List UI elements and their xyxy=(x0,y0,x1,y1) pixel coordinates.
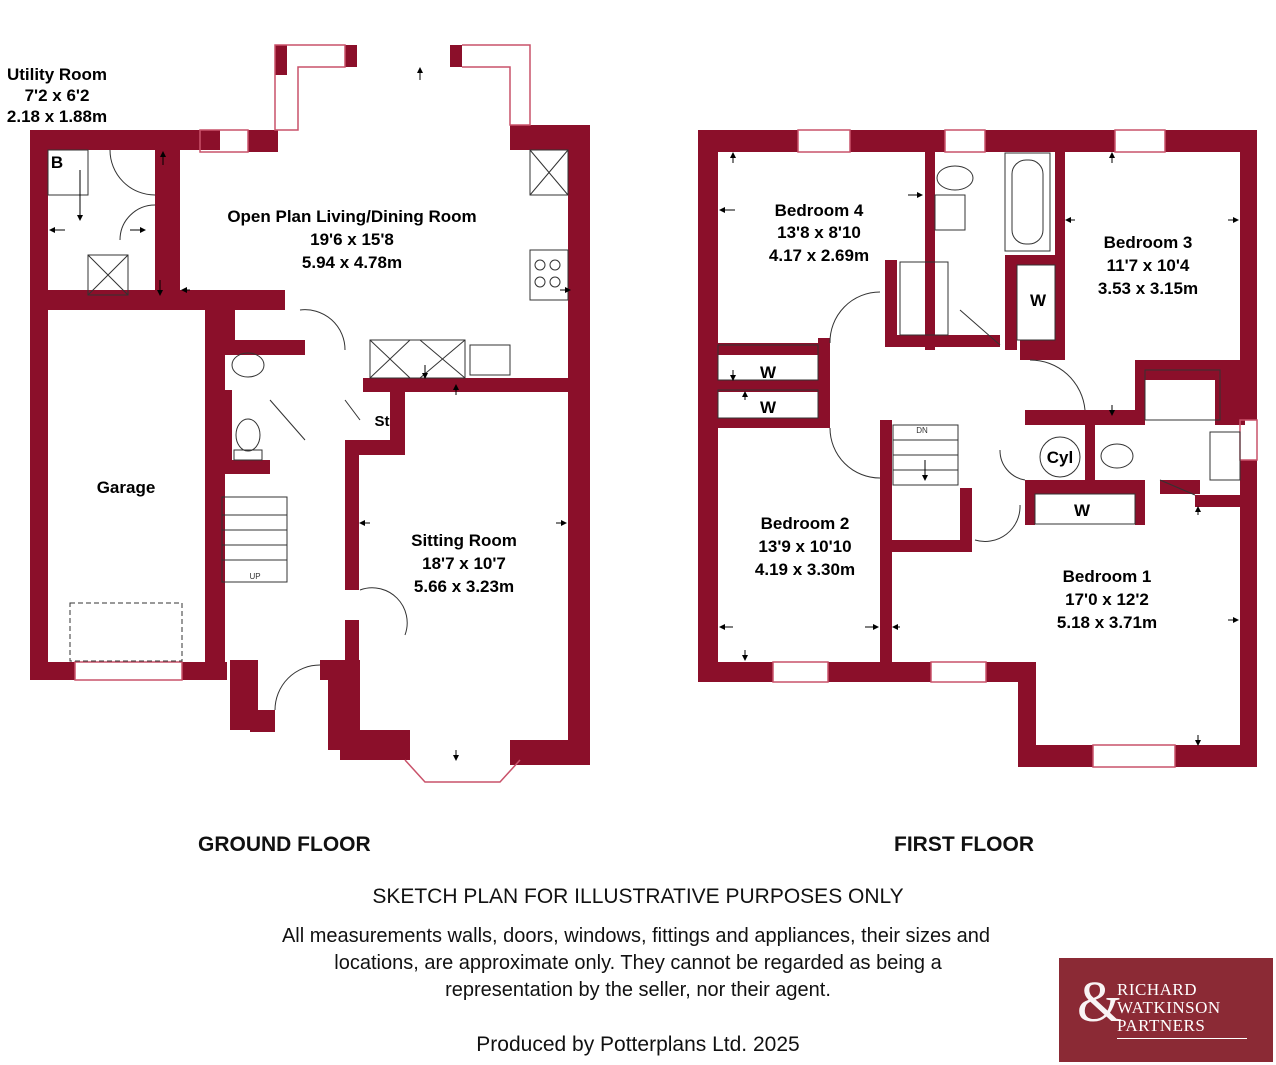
produced-by: Produced by Potterplans Ltd. 2025 xyxy=(476,1033,800,1056)
logo-underline xyxy=(1117,1038,1247,1039)
first-floor-windows xyxy=(772,129,1258,768)
svg-text:Bedroom 4: Bedroom 4 xyxy=(775,201,864,220)
svg-text:13'8 x 8'10: 13'8 x 8'10 xyxy=(777,223,861,242)
bedroom-1-label: Bedroom 1 17'0 x 12'2 5.18 x 3.71m xyxy=(1057,567,1157,632)
svg-text:Utility Room: Utility Room xyxy=(7,65,107,84)
svg-text:4.17 x 2.69m: 4.17 x 2.69m xyxy=(769,246,869,265)
logo-line-3: PARTNERS xyxy=(1117,1016,1206,1035)
wardrobe-label: W xyxy=(760,398,777,417)
first-floor-title: FIRST FLOOR xyxy=(894,833,1034,856)
svg-text:19'6 x 15'8: 19'6 x 15'8 xyxy=(310,230,394,249)
svg-text:13'9 x 10'10: 13'9 x 10'10 xyxy=(758,537,851,556)
boiler-label: B xyxy=(51,153,63,172)
svg-text:17'0 x 12'2: 17'0 x 12'2 xyxy=(1065,590,1149,609)
wardrobe-label: W xyxy=(760,363,777,382)
ground-floor-windows xyxy=(74,44,531,783)
disclaimer-line-1: All measurements walls, doors, windows, … xyxy=(281,925,991,947)
svg-text:Bedroom 1: Bedroom 1 xyxy=(1063,567,1152,586)
svg-text:11'7 x 10'4: 11'7 x 10'4 xyxy=(1107,256,1190,275)
svg-text:2.18 x 1.88m: 2.18 x 1.88m xyxy=(7,107,107,126)
wardrobe-label: W xyxy=(1030,291,1047,310)
svg-text:7'2 x 6'2: 7'2 x 6'2 xyxy=(25,86,90,105)
ground-floor-plan: Utility Room 7'2 x 6'2 2.18 x 1.88m B Op… xyxy=(7,44,590,783)
first-floor-dimension-arrows xyxy=(719,152,1239,746)
ground-floor-dimension-arrows xyxy=(49,67,571,761)
ground-floor-walls xyxy=(30,45,590,765)
svg-text:5.18 x 3.71m: 5.18 x 3.71m xyxy=(1057,613,1157,632)
svg-text:5.94 x 4.78m: 5.94 x 4.78m xyxy=(302,253,402,272)
utility-room-label: Utility Room 7'2 x 6'2 2.18 x 1.88m xyxy=(7,65,107,126)
wardrobe-label: W xyxy=(1074,501,1091,520)
logo-line-1: RICHARD xyxy=(1117,980,1198,999)
cylinder-label: Cyl xyxy=(1047,448,1073,467)
first-floor-plan: Bedroom 4 13'8 x 8'10 4.17 x 2.69m Bedro… xyxy=(698,129,1258,768)
ground-floor-fittings xyxy=(47,149,569,711)
svg-text:Open Plan Living/Dining Room: Open Plan Living/Dining Room xyxy=(227,207,476,226)
disclaimer-line-3: representation by the seller, nor their … xyxy=(445,979,831,1001)
svg-text:3.53 x 3.15m: 3.53 x 3.15m xyxy=(1098,279,1198,298)
svg-text:Bedroom 3: Bedroom 3 xyxy=(1104,233,1193,252)
stairs-down-label: DN xyxy=(916,426,928,435)
svg-text:5.66 x 3.23m: 5.66 x 3.23m xyxy=(414,577,514,596)
garage-label: Garage xyxy=(97,478,156,497)
svg-text:18'7 x 10'7: 18'7 x 10'7 xyxy=(422,554,506,573)
svg-text:4.19 x 3.30m: 4.19 x 3.30m xyxy=(755,560,855,579)
disclaimer-heading: SKETCH PLAN FOR ILLUSTRATIVE PURPOSES ON… xyxy=(372,885,904,908)
ampersand-logo-mark: & xyxy=(1077,969,1123,1034)
living-room-label: Open Plan Living/Dining Room 19'6 x 15'8… xyxy=(227,207,476,272)
logo-line-2: WATKINSON xyxy=(1117,998,1221,1017)
bedroom-3-label: Bedroom 3 11'7 x 10'4 3.53 x 3.15m xyxy=(1098,233,1198,298)
agent-logo: & RICHARD WATKINSON PARTNERS xyxy=(1059,958,1273,1062)
disclaimer-line-2: locations, are approximate only. They ca… xyxy=(334,952,942,974)
svg-text:Sitting Room: Sitting Room xyxy=(411,531,517,550)
first-floor-walls xyxy=(698,130,1257,767)
svg-text:Bedroom 2: Bedroom 2 xyxy=(761,514,850,533)
store-label: St xyxy=(375,413,390,430)
bedroom-4-label: Bedroom 4 13'8 x 8'10 4.17 x 2.69m xyxy=(769,201,869,265)
stairs-up-label: UP xyxy=(249,572,260,581)
ground-floor-title: GROUND FLOOR xyxy=(198,833,371,856)
sitting-room-label: Sitting Room 18'7 x 10'7 5.66 x 3.23m xyxy=(411,531,517,596)
bedroom-2-label: Bedroom 2 13'9 x 10'10 4.19 x 3.30m xyxy=(755,514,855,579)
